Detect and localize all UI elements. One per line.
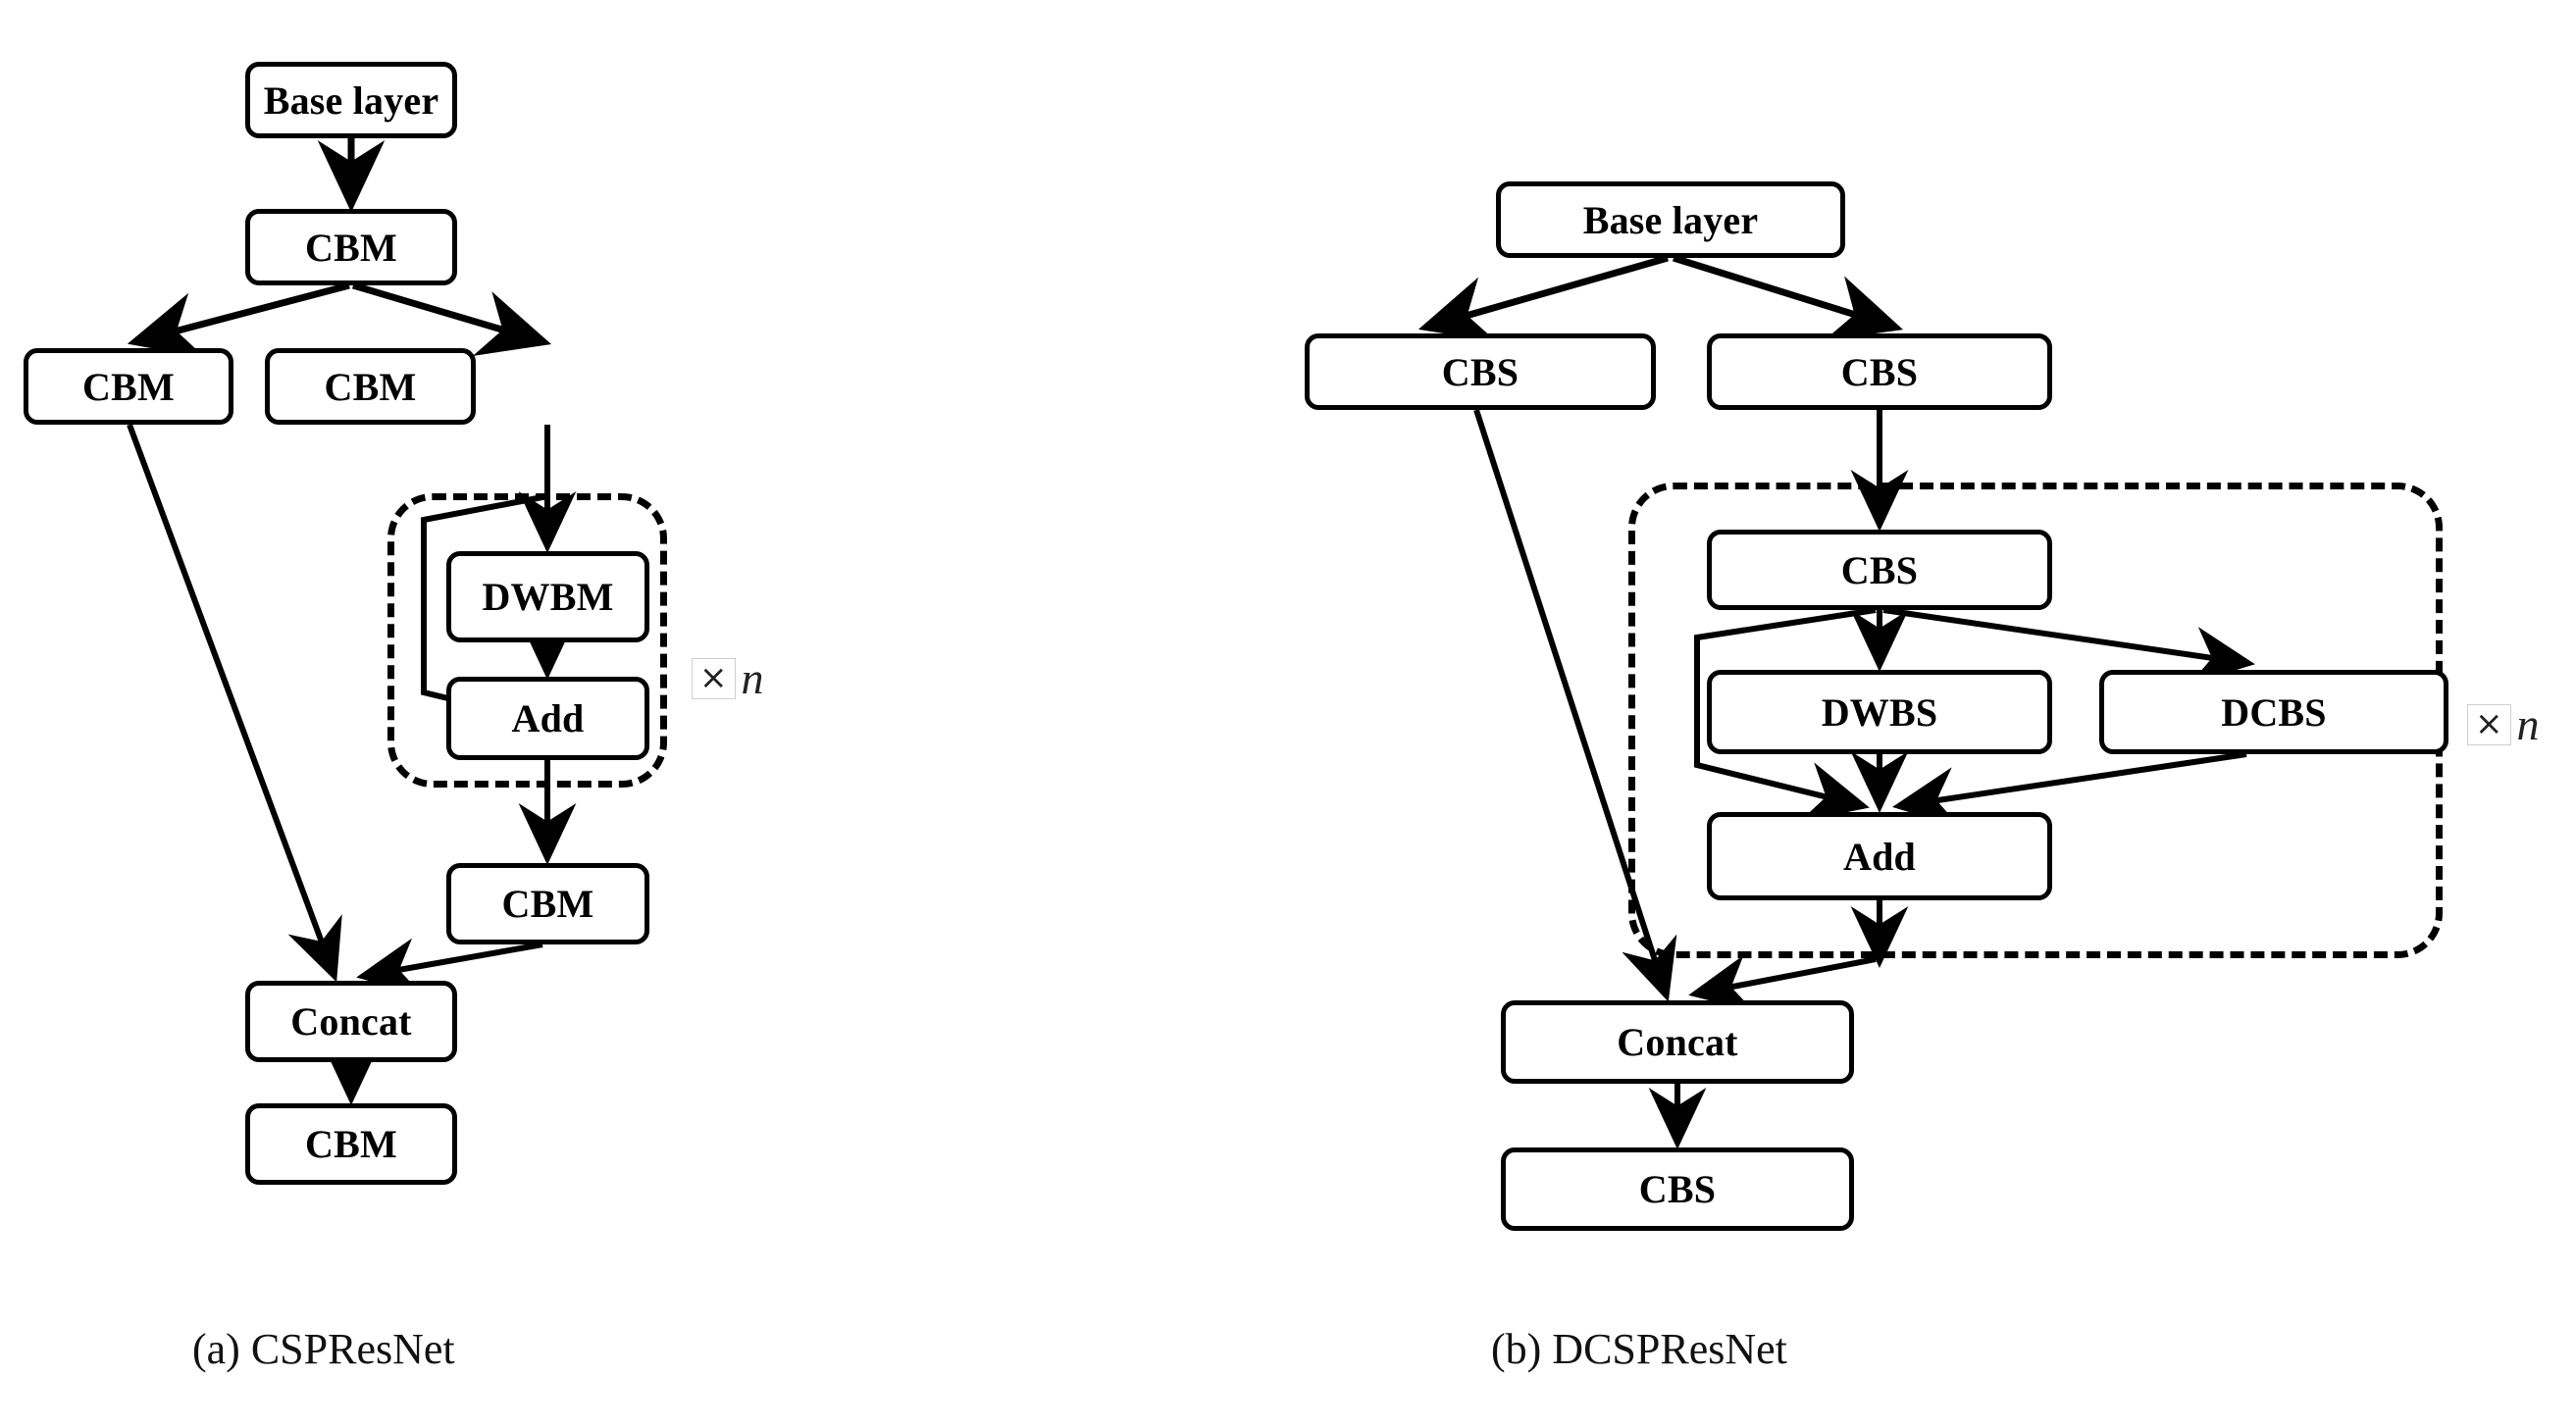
node-cbm-post-a[interactable]: CBM [446,863,649,944]
node-add-a[interactable]: Add [446,677,649,760]
node-cbs-left-b[interactable]: CBS [1305,333,1656,410]
node-label: CBM [305,225,397,270]
node-label: DCBS [2221,689,2327,735]
node-label: Add [511,696,585,740]
repeat-annotation-a: × n [692,652,764,704]
node-label: Base layer [263,77,439,123]
node-label: Base layer [1582,197,1759,242]
node-cbm-left-a[interactable]: CBM [24,348,233,425]
node-cbm-stem-a[interactable]: CBM [245,209,457,285]
node-label: CBS [1840,547,1919,592]
node-dwbm-a[interactable]: DWBM [446,551,649,642]
node-cbm-out-a[interactable]: CBM [245,1103,457,1185]
node-label: CBM [82,364,175,409]
node-concat-b[interactable]: Concat [1501,1000,1854,1084]
caption-text: (b) DCSPResNet [1491,1325,1787,1373]
multiply-icon: × [2467,703,2511,745]
multiply-icon: × [692,657,736,699]
node-label: CBM [324,364,417,409]
node-label: CBS [1840,349,1919,394]
node-base-layer-b[interactable]: Base layer [1496,181,1845,258]
repeat-block-a [387,493,667,788]
node-cbm-right-a[interactable]: CBM [265,348,476,425]
node-label: CBS [1441,349,1520,394]
caption-text: (a) CSPResNet [192,1325,455,1373]
node-label: Add [1843,834,1916,879]
node-label: DWBS [1821,689,1938,735]
node-label: CBS [1638,1167,1717,1211]
node-label: DWBM [482,575,614,619]
node-cbs-right-b[interactable]: CBS [1707,333,2052,410]
repeat-count: n [741,653,764,703]
node-concat-a[interactable]: Concat [245,981,457,1062]
node-label: Concat [290,999,412,1044]
node-label: CBM [501,882,594,926]
node-dcbs-b[interactable]: DCBS [2099,670,2448,754]
caption-a: (a) CSPResNet [192,1324,455,1374]
node-base-layer-a[interactable]: Base layer [245,62,457,138]
repeat-count: n [2516,699,2540,749]
caption-b: (b) DCSPResNet [1491,1324,1787,1374]
node-add-b[interactable]: Add [1707,812,2052,900]
node-label: Concat [1617,1020,1738,1064]
node-label: CBM [305,1122,397,1166]
diagram-a-connectors [127,138,577,1105]
node-cbs-out-b[interactable]: CBS [1501,1147,1854,1231]
node-dwbs-b[interactable]: DWBS [1707,670,2052,754]
repeat-annotation-b: × n [2467,698,2540,750]
node-cbs-inner-b[interactable]: CBS [1707,530,2052,610]
